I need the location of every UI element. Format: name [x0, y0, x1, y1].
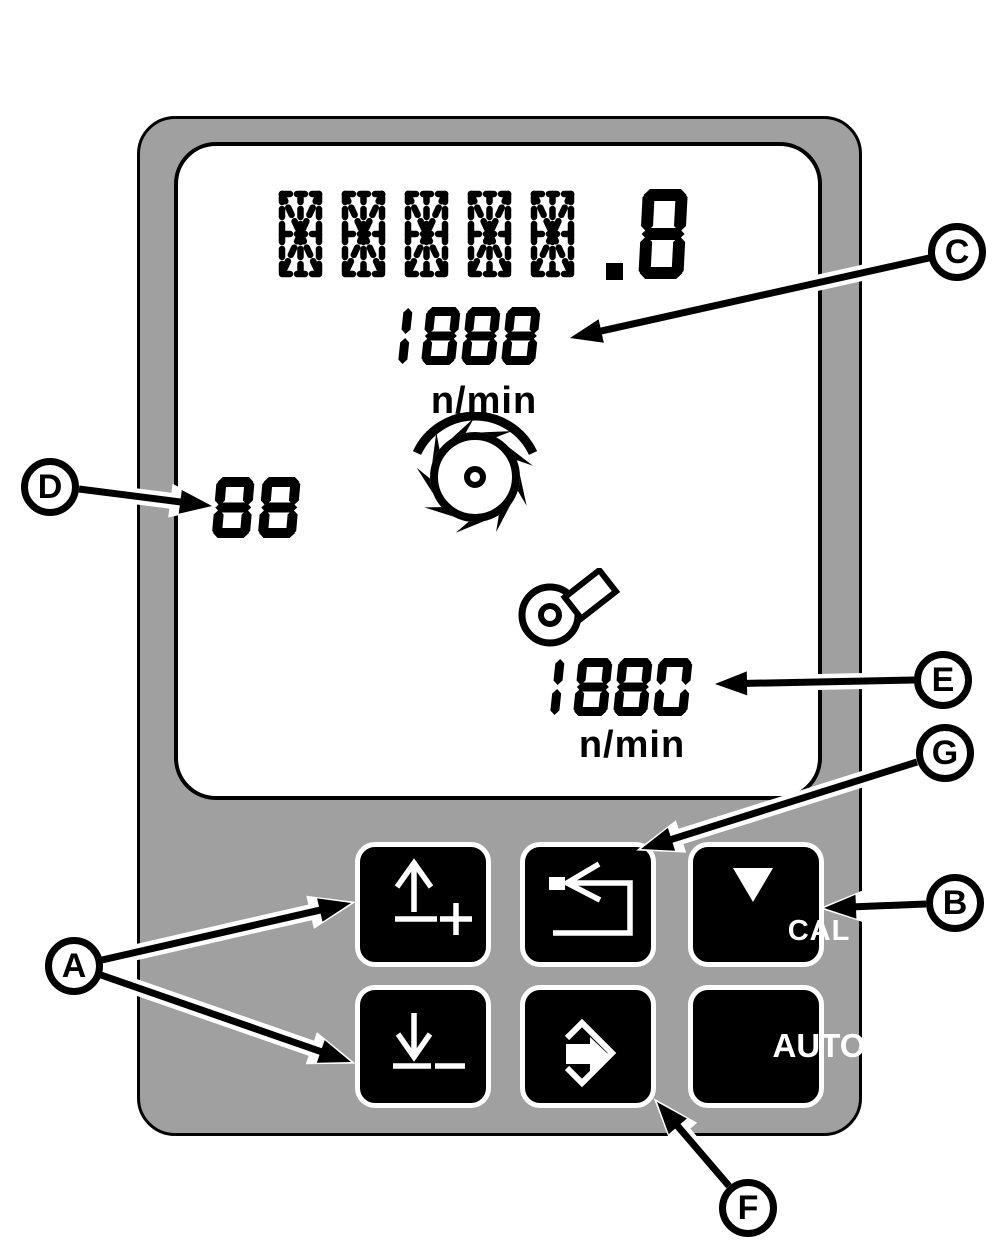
lcd-screen: n/min n/min [174, 142, 822, 800]
cal-button[interactable]: CAL [688, 842, 849, 967]
auto-button-label: AUTO [772, 1027, 866, 1064]
aux-segment-display [209, 472, 319, 546]
decrease-button[interactable] [355, 985, 491, 1108]
callout-a: A [45, 937, 103, 995]
return-loop-arrow-icon [549, 861, 633, 936]
callout-d-letter: D [37, 467, 63, 506]
callout-g: G [916, 724, 974, 782]
big-segment-display [270, 182, 710, 294]
return-button[interactable] [520, 842, 656, 967]
callout-c-letter: C [944, 232, 970, 271]
callout-f: F [719, 1179, 777, 1237]
callout-e: E [914, 651, 972, 709]
fan-rpm-display [548, 651, 723, 723]
callout-g-letter: G [931, 733, 959, 772]
increase-button[interactable] [355, 842, 491, 967]
fan-rpm-unit-label: n/min [578, 724, 686, 766]
drum-rpm-display [396, 300, 571, 372]
callout-e-letter: E [931, 660, 955, 699]
triangle-down-icon [733, 868, 773, 902]
blower-fan-icon [512, 566, 624, 652]
callout-f-letter: F [737, 1188, 759, 1227]
diamond-enter-arrow-icon [564, 1018, 617, 1088]
cutting-drum-icon [405, 411, 545, 560]
callout-d: D [21, 458, 79, 516]
enter-button[interactable] [520, 985, 656, 1108]
arrow-down-minus-icon [393, 1013, 465, 1069]
auto-button[interactable]: AUTO [688, 985, 865, 1108]
arrow-up-plus-icon [394, 858, 472, 935]
monitor-device-body: n/min n/min [137, 116, 865, 1136]
callout-a-letter: A [61, 946, 87, 985]
callout-c: C [928, 223, 986, 281]
callout-b-letter: B [942, 883, 968, 922]
cal-button-label: CAL [787, 915, 851, 947]
callout-b: B [926, 874, 984, 932]
